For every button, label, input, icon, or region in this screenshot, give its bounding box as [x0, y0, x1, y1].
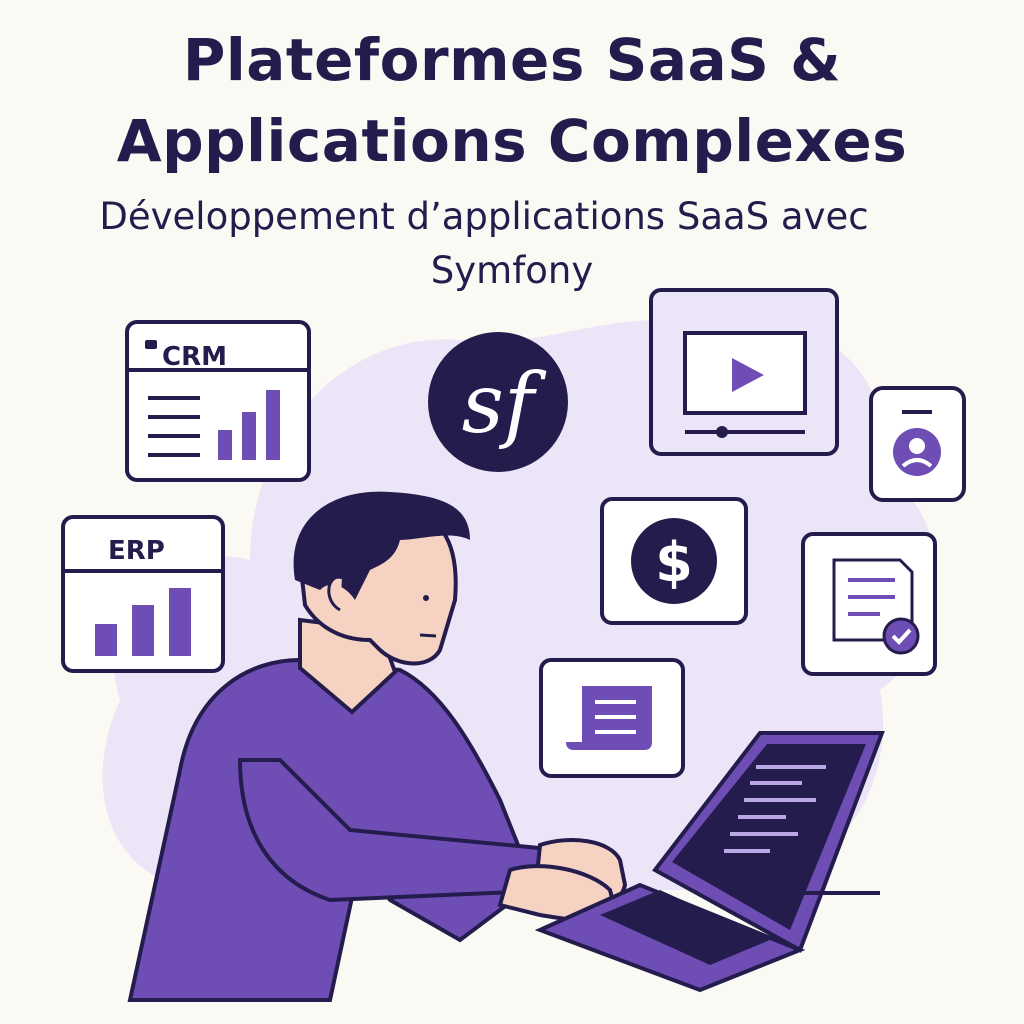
- developer-person: [127, 491, 628, 1002]
- page-title-line2: Applications Complexes: [116, 107, 908, 175]
- video-player-icon: [649, 288, 839, 456]
- dollar-coin-icon: $: [600, 497, 748, 625]
- user-badge-icon: [869, 386, 966, 502]
- laptop: [534, 731, 885, 993]
- symfony-logo-icon: sf: [428, 332, 568, 472]
- erp-label: ERP: [108, 536, 165, 566]
- subtitle-line1: Développement d’applications SaaS avec: [99, 195, 869, 238]
- subtitle-line2: Symfony: [430, 249, 594, 292]
- svg-text:sf: sf: [462, 357, 547, 452]
- crm-card: CRM: [125, 320, 311, 482]
- page-title-line1: Plateformes SaaS &: [182, 26, 842, 94]
- erp-card: ERP: [61, 515, 225, 673]
- note-scroll-icon: [539, 658, 685, 778]
- document-check-icon: [801, 532, 937, 676]
- crm-label: CRM: [162, 342, 227, 372]
- svg-text:$: $: [655, 531, 693, 594]
